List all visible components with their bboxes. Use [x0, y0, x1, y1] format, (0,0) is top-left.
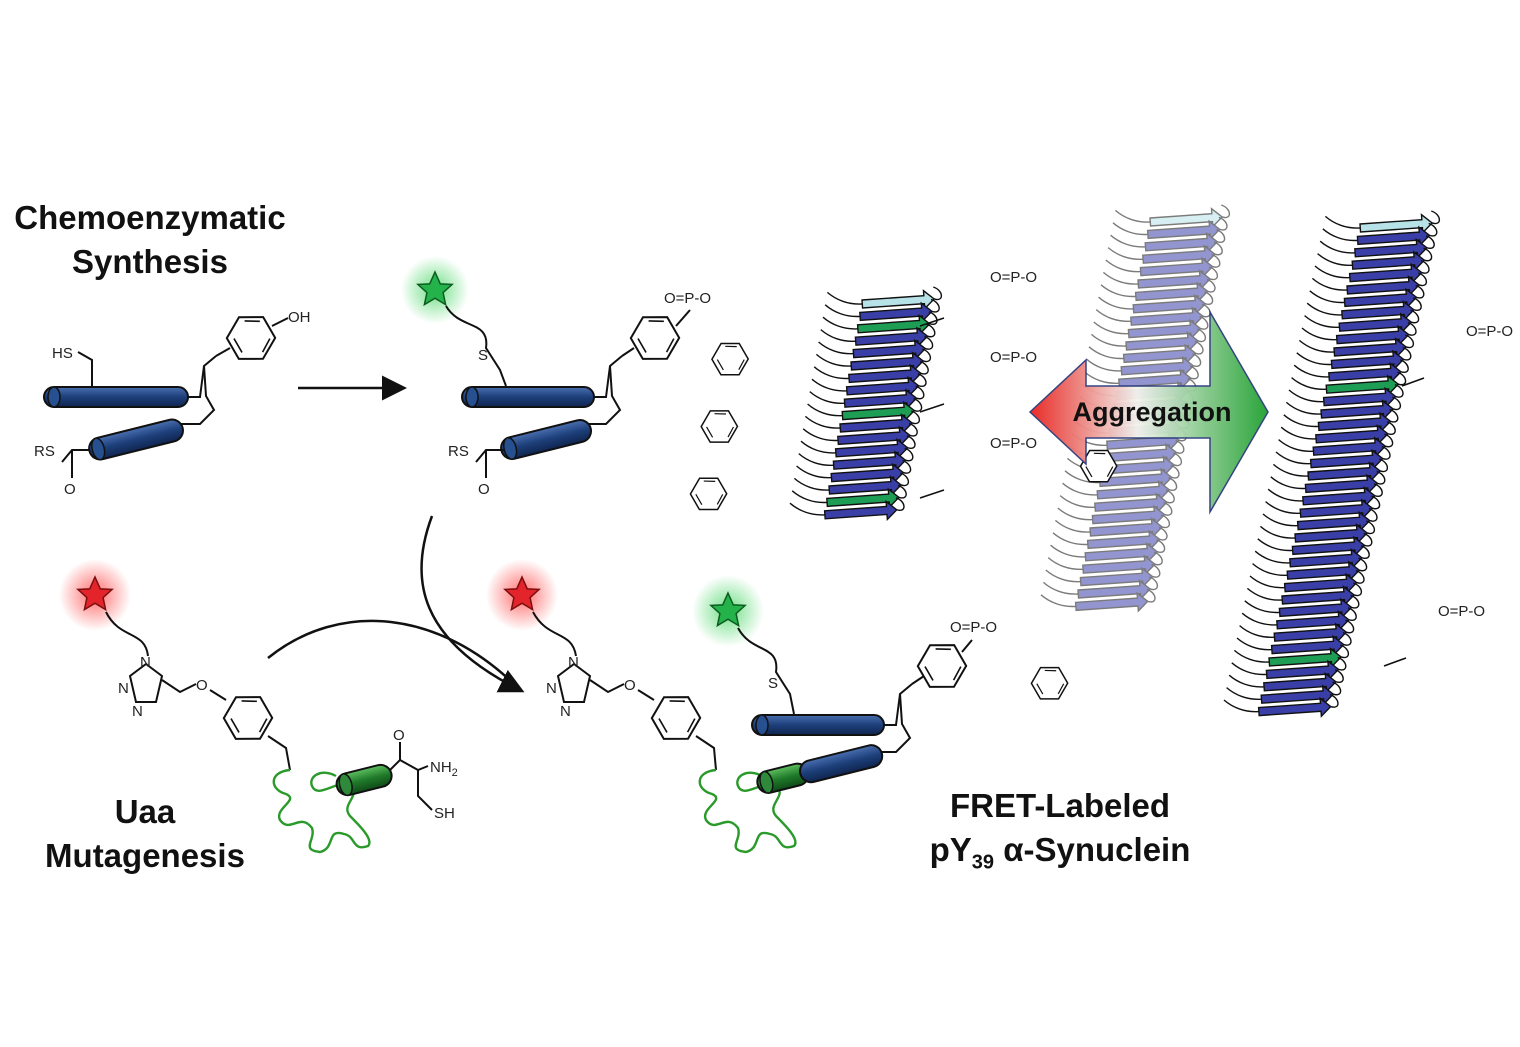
uaa-fragment: N N N O O NH2 SH [59, 559, 458, 854]
phosphate-label-3: O=P-O [990, 269, 1037, 286]
phosphate-label-6: O=P-O [1466, 323, 1513, 340]
chemoenzymatic-synthesis-label: Chemoenzymatic Synthesis [0, 196, 300, 284]
helix-cylinder-2 [88, 418, 184, 461]
o-label: O [64, 481, 76, 498]
triazole-ring [128, 662, 164, 703]
phosphate-label: O=P-O [664, 290, 711, 307]
s-label-2: S [768, 675, 778, 692]
n-label-6: N [560, 703, 571, 720]
label-line: Synthesis [72, 243, 228, 280]
n-label-2: N [118, 680, 129, 697]
oh-label: OH [288, 309, 311, 326]
phosphate-label-5: O=P-O [990, 435, 1037, 452]
n-label-4: N [568, 654, 579, 671]
rs-label-2: RS [448, 443, 469, 460]
label-line: Uaa [114, 793, 176, 830]
ligation-arrow-2 [267, 619, 519, 689]
aggregation-arrow: Aggregation [1028, 309, 1269, 515]
fibril-right [1223, 209, 1441, 722]
starting-peptide-fragments: HS OH RS O [34, 305, 311, 498]
n-label-3: N [132, 703, 143, 720]
label-line: Mutagenesis [45, 837, 245, 874]
n-label: N [140, 654, 151, 671]
phospho-labeled-fragment: S O=P-O RS O [401, 256, 711, 498]
aggregation-label: Aggregation [1073, 397, 1232, 427]
label-line: pY39 α-Synuclein [929, 831, 1191, 874]
fibril-left [789, 285, 943, 525]
uaa-mutagenesis-label: Uaa Mutagenesis [0, 790, 290, 878]
o-ether-label: O [196, 677, 208, 694]
nh2-label: NH2 [430, 759, 458, 779]
label-line: Chemoenzymatic [14, 199, 286, 236]
s-label: S [478, 347, 488, 364]
fret-labeled-product: N N N O S O=P-O [486, 559, 997, 854]
phosphate-label-7: O=P-O [1438, 603, 1485, 620]
carbonyl-o: O [393, 727, 405, 744]
o-label-2: O [478, 481, 490, 498]
fret-labeled-label: FRET-Labeled pY39 α-Synuclein [880, 784, 1240, 885]
o-ether-label-2: O [624, 677, 636, 694]
phosphate-label-4: O=P-O [990, 349, 1037, 366]
n-label-5: N [546, 680, 557, 697]
sh-label: SH [434, 805, 455, 822]
fibril-phosphotyrosines: O=P-O O=P-O O=P-O O=P-O O=P-O [685, 269, 1513, 708]
helix-cylinder [43, 386, 189, 408]
ligation-arrow [420, 515, 525, 693]
hs-label: HS [52, 345, 73, 362]
rs-label: RS [34, 443, 55, 460]
phosphate-label-2: O=P-O [950, 619, 997, 636]
label-line: FRET-Labeled [949, 787, 1171, 824]
